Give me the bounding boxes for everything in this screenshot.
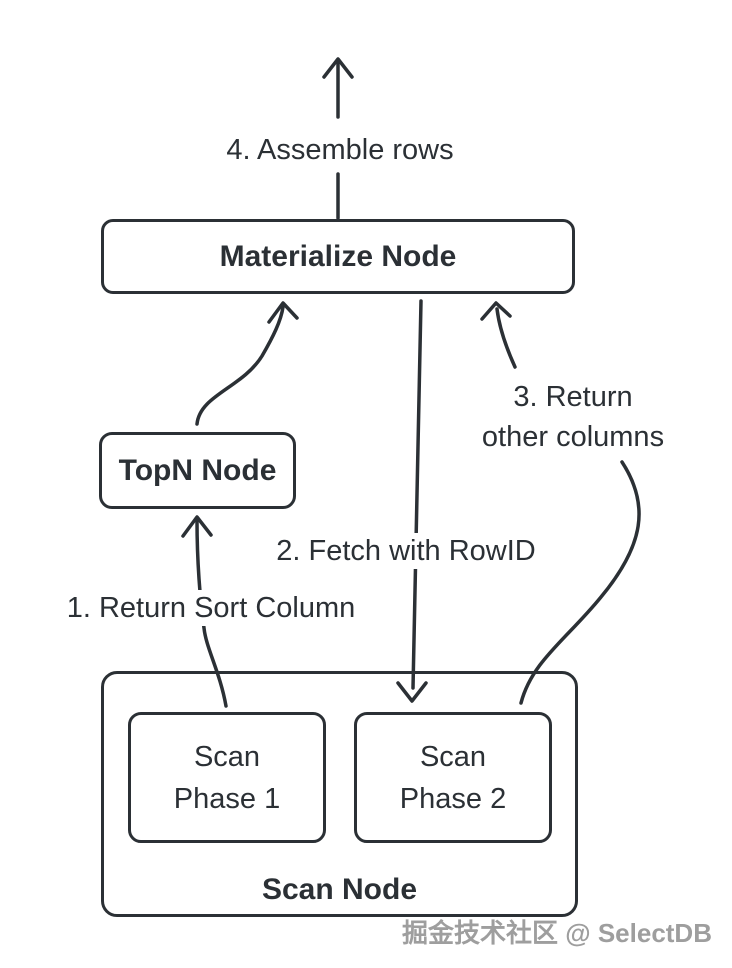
scan-phase-2-label-line1: Scan <box>419 740 487 773</box>
label-step3: 3. Return other columns <box>474 376 672 458</box>
arrow-scanphase2-to-materialize <box>480 301 641 705</box>
arrow-up-icon <box>181 515 213 538</box>
materialize-node-box: Materialize Node <box>101 219 575 294</box>
arrow-materialize-output <box>322 57 354 119</box>
arrow-up-icon <box>322 57 354 79</box>
arrow-materialize-to-scanphase2 <box>396 299 428 703</box>
scan-node-label: Scan Node <box>261 873 418 906</box>
scan-phase-1-label-line1: Scan <box>193 740 261 773</box>
materialize-node-label: Materialize Node <box>219 239 457 273</box>
arrow-up-icon <box>267 301 299 324</box>
topn-node-label: TopN Node <box>118 453 277 487</box>
label-step3-line2: other columns <box>481 421 665 453</box>
arrow-shaft <box>495 307 517 369</box>
scan-phase-1-label-line2: Phase 1 <box>173 782 281 815</box>
arrow-shaft <box>411 299 423 690</box>
label-step2: 2. Fetch with RowID <box>269 533 543 569</box>
watermark-text: 掘金技术社区 @ SelectDB <box>402 918 712 948</box>
arrow-topn-to-materialize <box>195 301 299 426</box>
arrow-up-icon <box>480 301 512 321</box>
scan-phase-1-box: Scan Phase 1 <box>128 712 326 843</box>
scan-phase-2-label-line2: Phase 2 <box>399 782 507 815</box>
curve-other-columns <box>519 460 641 705</box>
topn-node-box: TopN Node <box>99 432 296 509</box>
label-step3-line1: 3. Return <box>513 381 633 413</box>
arrow-shaft <box>195 305 285 426</box>
label-step4: 4. Assemble rows <box>219 132 461 168</box>
label-step1: 1. Return Sort Column <box>59 590 363 626</box>
scan-phase-2-box: Scan Phase 2 <box>354 712 552 843</box>
